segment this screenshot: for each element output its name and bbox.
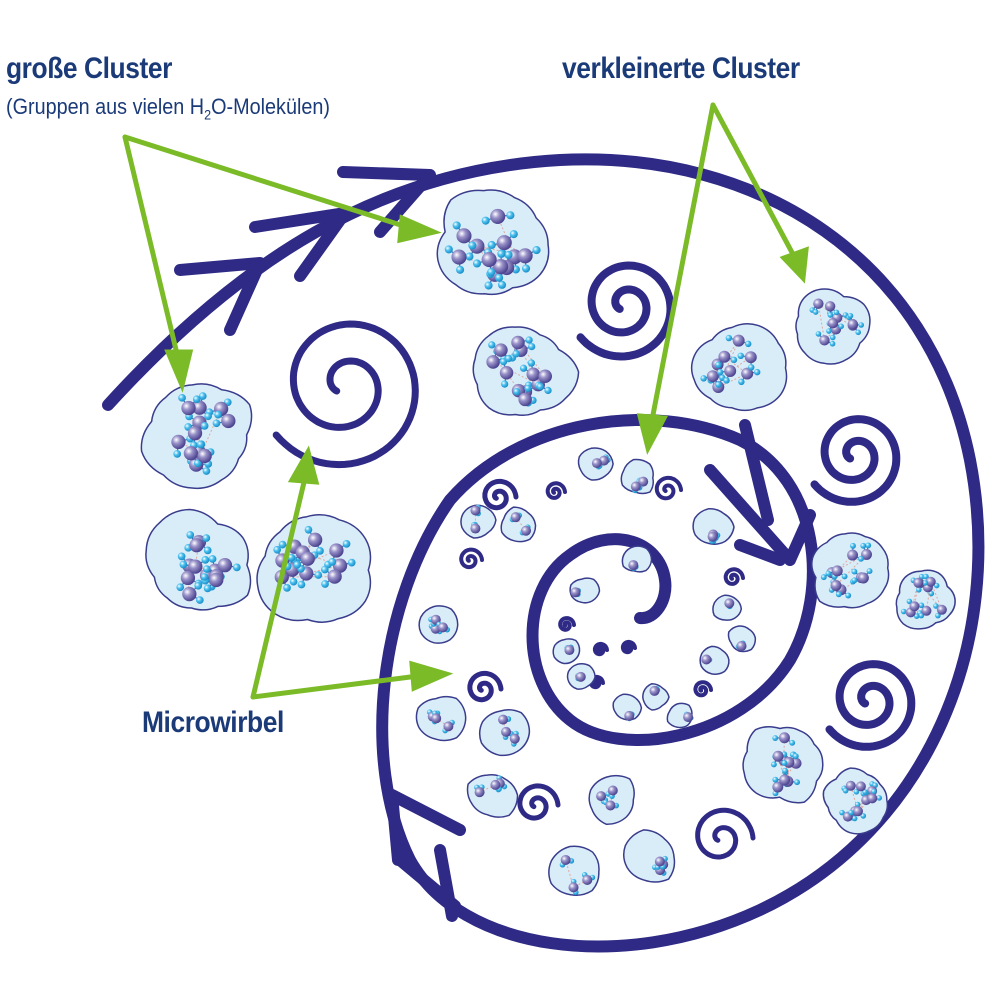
reduced-cluster [624, 830, 675, 882]
micro-vortex-icon [560, 618, 574, 630]
reduced-cluster [461, 505, 496, 538]
reduced-clusters-title: verkleinerte Cluster [562, 52, 800, 85]
micro-vortex-icon [623, 642, 635, 652]
large-cluster [692, 324, 787, 411]
micro-vortex-icon [698, 810, 753, 857]
micro-vortex-icon [726, 569, 743, 584]
arrowhead-icon [168, 352, 190, 385]
single-molecule-cluster [713, 595, 741, 620]
single-molecule-cluster [553, 639, 579, 664]
single-molecule-cluster [667, 703, 693, 727]
large-cluster [141, 384, 251, 488]
single-molecule-cluster [622, 546, 651, 572]
large-cluster [896, 570, 955, 629]
micro-vortex-icon [520, 786, 558, 818]
large-cluster [812, 533, 889, 608]
subtitle-prefix: (Gruppen aus vielen H [6, 94, 204, 119]
arrowhead-icon [640, 416, 664, 448]
micro-vortex-icon [595, 644, 607, 654]
large-cluster [743, 727, 823, 803]
label-reduced-clusters: verkleinerte Cluster [562, 52, 800, 86]
reduced-cluster [419, 606, 458, 643]
arrowhead-icon [400, 218, 434, 240]
reduced-cluster [480, 710, 530, 756]
reduced-cluster [693, 509, 734, 544]
reduced-cluster [501, 507, 535, 542]
single-molecule-cluster [570, 578, 599, 603]
large-cluster [146, 510, 251, 610]
reduced-cluster [589, 776, 634, 825]
micro-vortices-title: Microwirbel [142, 706, 284, 739]
arrowhead-icon [412, 664, 446, 688]
large-vortex [276, 324, 415, 465]
large-vortex [581, 266, 671, 357]
micro-vortex-icon [548, 483, 565, 498]
large-cluster [437, 190, 548, 294]
large-cluster [473, 327, 578, 415]
large-cluster [823, 768, 887, 834]
reduced-cluster [416, 697, 465, 741]
single-molecule-cluster [643, 684, 669, 710]
large-cluster [796, 289, 870, 364]
label-large-clusters-subtitle: (Gruppen aus vielen H2O-Molekülen) [6, 94, 330, 122]
large-vortex [830, 664, 912, 747]
reduced-cluster [467, 775, 517, 817]
single-molecule-cluster [728, 626, 755, 652]
chevron-arrow-icon [400, 850, 455, 916]
micro-vortex-icon [461, 550, 482, 568]
label-large-clusters: große Cluster [6, 52, 172, 86]
micro-vortex-icon [695, 682, 711, 695]
micro-vortex-icon [470, 673, 501, 699]
large-vortex [815, 419, 897, 502]
arrowhead-icon [784, 250, 806, 278]
micro-vortex-icon [485, 481, 516, 507]
reduced-cluster [549, 846, 599, 895]
subtitle-suffix: O-Molekülen) [211, 94, 330, 119]
reduced-cluster [578, 448, 613, 480]
large-clusters-title: große Cluster [6, 52, 172, 85]
subtitle-subscript: 2 [204, 106, 211, 122]
single-molecule-cluster [700, 646, 729, 674]
micro-vortex-icon [657, 478, 681, 498]
label-micro-vortices: Microwirbel [142, 706, 284, 740]
single-molecule-cluster [613, 694, 641, 721]
reduced-cluster [621, 459, 653, 493]
